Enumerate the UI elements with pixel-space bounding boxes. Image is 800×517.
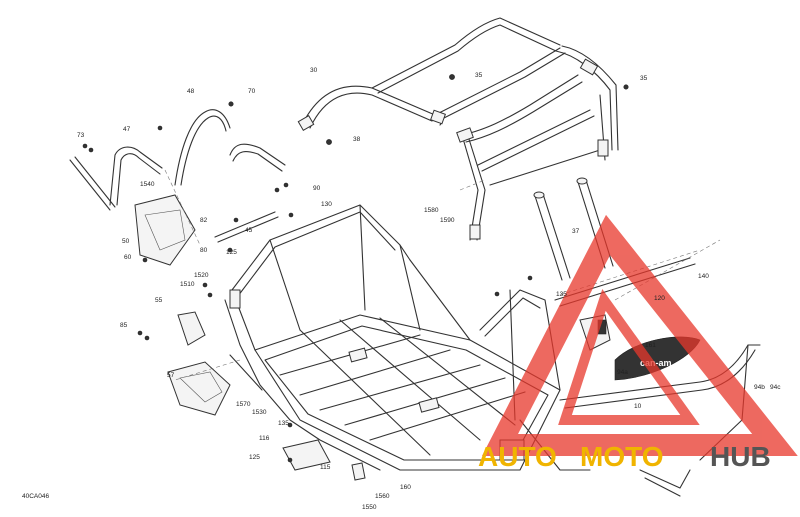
callout-60: 60 [124, 254, 132, 261]
callout-160: 160 [400, 484, 411, 491]
figure-code: 40CA046 [22, 493, 49, 500]
callout-37: 37 [572, 228, 580, 235]
callout-30: 30 [310, 67, 318, 74]
watermark-word-2: MOTO [580, 441, 663, 472]
roof-nut [326, 74, 629, 145]
watermark-wordmark: AUTO MOTO HUB [478, 441, 771, 472]
callout-1570: 1570 [236, 401, 251, 408]
callout-1550: 1550 [362, 504, 377, 511]
callout-38: 38 [353, 136, 361, 143]
watermark-triangle [481, 214, 798, 456]
callout-45: 45 [245, 227, 253, 234]
callout-130: 130 [321, 201, 332, 208]
callout-73: 73 [77, 132, 85, 139]
skid-115 [282, 439, 331, 471]
mount-55 [177, 311, 206, 346]
callout-35-b: 35 [475, 72, 483, 79]
main-frame [224, 204, 591, 471]
callout-48: 48 [187, 88, 195, 95]
callout-135-b: 135 [556, 291, 567, 298]
callout-1590: 1590 [440, 217, 455, 224]
bracket-57 [167, 361, 231, 416]
roof-cage [297, 17, 619, 241]
callout-47: 47 [123, 126, 131, 133]
grab-handle-47 [69, 146, 163, 211]
decal-text: can-am [640, 358, 672, 368]
callout-10: 10 [634, 403, 642, 410]
callout-115: 115 [320, 464, 331, 471]
callout-161: 161 [645, 342, 656, 349]
callout-94b: 94b [754, 384, 765, 391]
fasteners [82, 101, 533, 463]
callout-57: 57 [167, 372, 175, 379]
watermark-word-1: AUTO [478, 441, 557, 472]
callout-140: 140 [698, 273, 709, 280]
callout-94c: 94c [770, 384, 781, 391]
callout-80: 80 [200, 247, 208, 254]
callout-94a: 94a [617, 369, 628, 376]
callout-1580: 1580 [424, 207, 439, 214]
callout-labels: 30 35 35 38 70 48 47 73 1540 90 130 82 4… [22, 67, 781, 511]
clip-1550 [351, 462, 366, 481]
callout-50: 50 [122, 238, 130, 245]
watermark-word-3: HUB [710, 441, 771, 472]
bracket-50 [134, 194, 196, 266]
callout-55: 55 [155, 297, 163, 304]
callout-125: 125 [226, 249, 237, 256]
callout-1530: 1530 [252, 409, 267, 416]
callout-35: 35 [640, 75, 648, 82]
callout-116: 116 [259, 435, 270, 442]
callout-1520: 1520 [194, 272, 209, 279]
watermark [481, 214, 798, 456]
grab-handle-48 [174, 109, 286, 186]
callout-85: 85 [120, 322, 128, 329]
callout-1540: 1540 [140, 181, 155, 188]
callout-90: 90 [313, 185, 321, 192]
callout-135: 135 [278, 420, 289, 427]
callout-70: 70 [248, 88, 256, 95]
callout-82: 82 [200, 217, 208, 224]
bar-45 [214, 211, 279, 243]
callout-125-b: 125 [249, 454, 260, 461]
callout-1560: 1560 [375, 493, 390, 500]
callout-120: 120 [654, 295, 665, 302]
callout-1510: 1510 [180, 281, 195, 288]
